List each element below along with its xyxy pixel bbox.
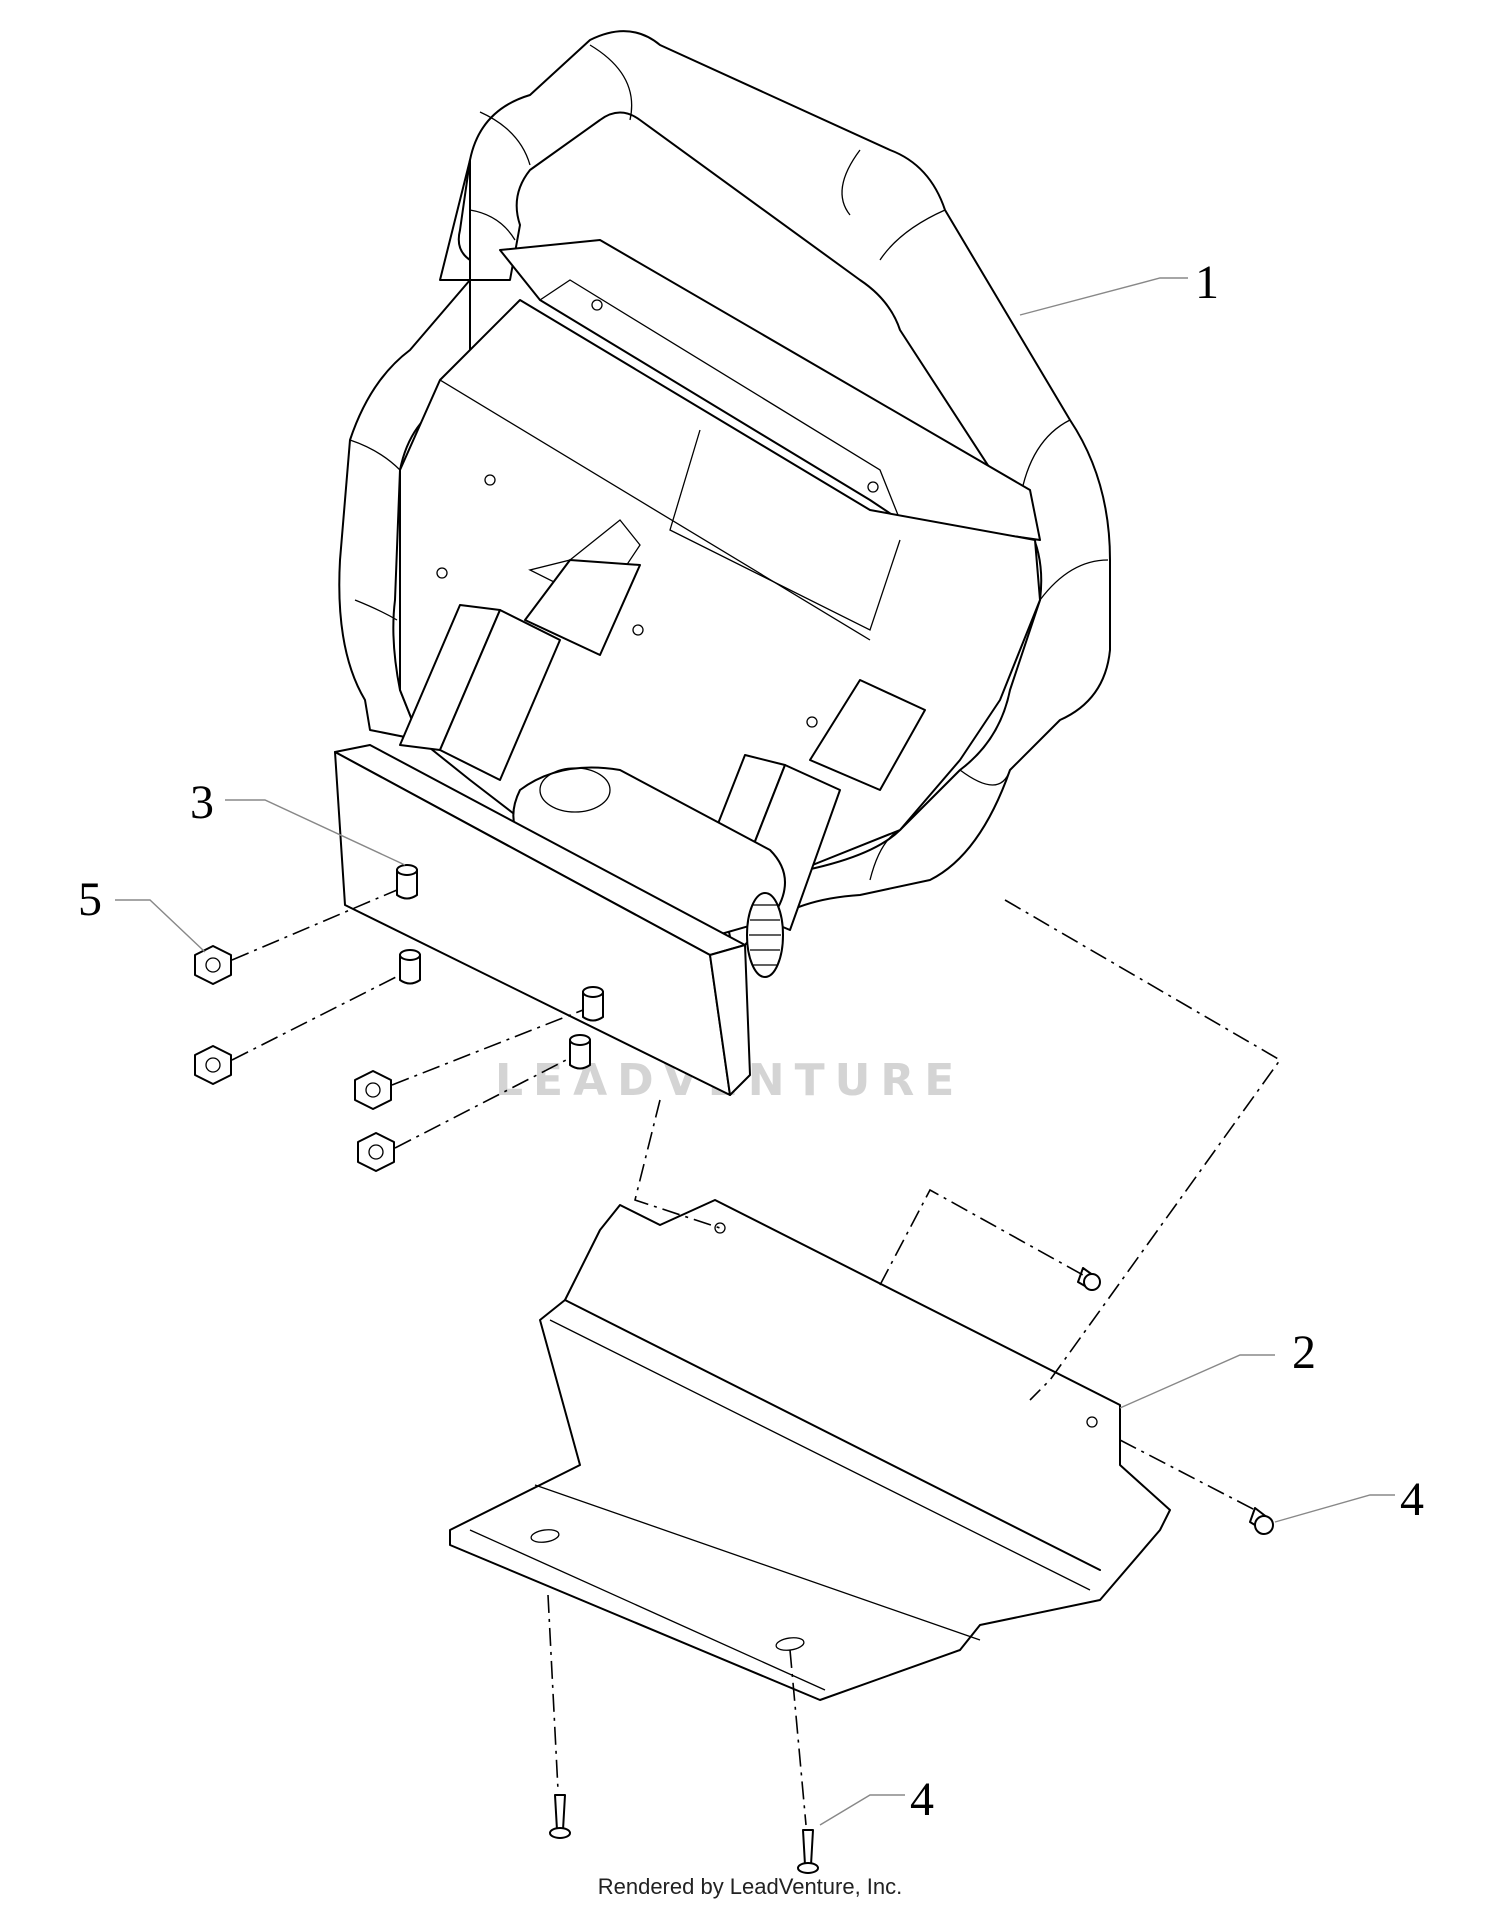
callout-5: 5 (78, 873, 206, 953)
callout-1-label: 1 (1195, 256, 1219, 309)
callout-4b: 4 (819, 1773, 934, 1826)
nut-part (194, 945, 395, 1172)
callout-5-label: 5 (78, 873, 102, 926)
callout-4b-label: 4 (910, 1773, 934, 1826)
assembly-lines (231, 889, 1282, 1826)
bumper-frame-part (334, 30, 1111, 1096)
callout-4a-label: 4 (1400, 1473, 1424, 1526)
callout-1: 1 (1019, 256, 1219, 316)
callout-3: 3 (190, 776, 406, 866)
callout-4a: 4 (1274, 1473, 1424, 1526)
callout-2: 2 (1119, 1326, 1316, 1409)
lower-plate-part (449, 1199, 1171, 1701)
bolt-part (549, 1267, 1274, 1874)
callout-3-label: 3 (190, 776, 214, 829)
callout-2-label: 2 (1292, 1326, 1316, 1379)
footer-credit: Rendered by LeadVenture, Inc. (597, 1874, 903, 1899)
